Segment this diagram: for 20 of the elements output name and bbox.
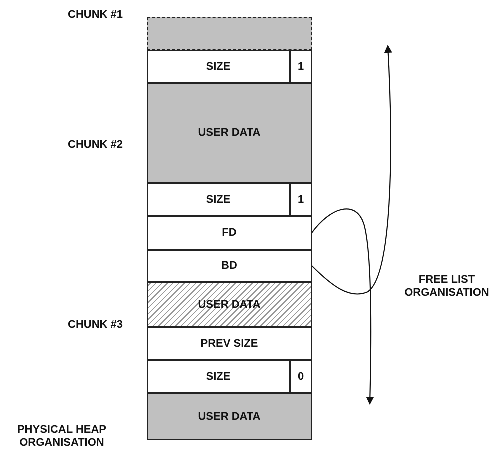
memory-field: SIZE [147,360,290,393]
memory-block: USER DATA [147,83,312,183]
caption-label: FREE LIST ORGANISATION [404,274,490,300]
memory-field: 1 [290,183,312,216]
memory-field: 0 [290,360,312,393]
chunk-label: CHUNK #1 [68,9,124,22]
arrow [312,45,392,295]
memory-field: FD [147,216,312,250]
chunk-label: CHUNK #2 [68,139,124,152]
empty-block [147,17,312,50]
memory-field: SIZE [147,50,290,83]
memory-block: USER DATA [147,282,312,327]
chunk-label: CHUNK #3 [68,319,124,332]
arrow [312,208,374,405]
memory-field: PREV SIZE [147,327,312,360]
memory-block: USER DATA [147,393,312,440]
memory-field: SIZE [147,183,290,216]
memory-field: 1 [290,50,312,83]
memory-field: BD [147,250,312,282]
caption-label: PHYSICAL HEAP ORGANISATION [16,424,108,450]
